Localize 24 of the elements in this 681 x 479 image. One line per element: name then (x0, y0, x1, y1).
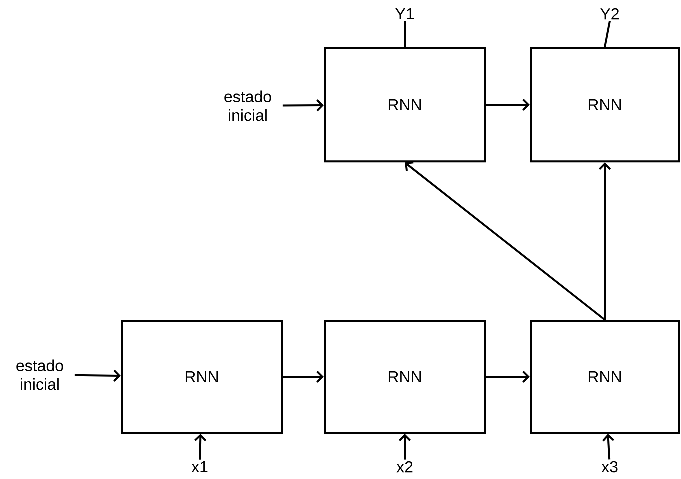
io-label: x2 (396, 461, 413, 473)
io-label: x3 (602, 461, 618, 473)
rnn-box: RNN (530, 47, 680, 163)
arrow (486, 98, 530, 112)
state-label: estado inicial (224, 90, 272, 122)
arrow (194, 434, 207, 460)
rnn-box: RNN (324, 320, 486, 434)
arrow (602, 434, 615, 460)
io-label: Y1 (396, 8, 414, 20)
arrow (282, 100, 324, 112)
arrow (405, 162, 606, 321)
arrow (74, 370, 121, 382)
rnn-box: RNN (121, 320, 283, 434)
arrow (398, 434, 412, 460)
rnn-box: RNN (530, 320, 680, 434)
connector-line (404, 21, 406, 48)
io-label: x1 (192, 462, 208, 472)
arrow (598, 162, 612, 320)
rnn-box: RNN (324, 47, 486, 163)
state-label: estado inicial (16, 360, 64, 390)
connector-line (604, 21, 611, 48)
io-label: Y2 (600, 8, 619, 20)
arrow (486, 370, 530, 384)
arrow (283, 370, 324, 384)
